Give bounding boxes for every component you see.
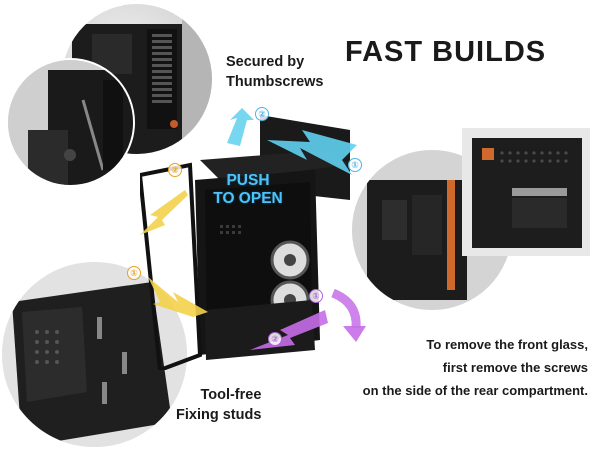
purple-curve-arrow-icon: [331, 288, 366, 342]
step-badge: ①: [348, 158, 362, 172]
step-badge: ①: [309, 289, 323, 303]
push-to-open-label: PUSH TO OPEN: [208, 172, 288, 208]
step-badge: ②: [255, 107, 269, 121]
thumbscrew-illustration: [8, 60, 133, 185]
push-line: PUSH: [226, 172, 270, 189]
caption-line: on the side of the rear compartment.: [362, 383, 588, 398]
pc-case-illustration: [140, 115, 350, 370]
thumbscrew-detail-photo: [6, 58, 135, 187]
step-badge: ①: [127, 266, 141, 280]
caption-line: Secured by: [226, 54, 305, 70]
blue-push-arrow-icon: [267, 130, 357, 175]
rear-compartment-illustration: [462, 128, 590, 256]
thumbscrews-caption: Secured by Thumbscrews: [226, 52, 324, 92]
rear-compartment-photo: [462, 128, 590, 256]
yellow-lift-arrow-icon: [148, 277, 208, 317]
push-line: TO OPEN: [213, 190, 283, 207]
remove-glass-caption: To remove the front glass, first remove …: [258, 333, 588, 402]
caption-line: Thumbscrews: [226, 74, 324, 90]
caption-line: Tool-free: [200, 387, 262, 403]
step-badge: ②: [168, 163, 182, 177]
yellow-open-arrow-icon: [140, 190, 188, 235]
purple-slide-arrow-icon: [250, 310, 328, 350]
toolfree-caption: Tool-free Fixing studs: [176, 385, 261, 425]
caption-line: To remove the front glass,: [426, 337, 588, 352]
caption-line: Fixing studs: [176, 407, 262, 423]
caption-line: first remove the screws: [442, 360, 588, 375]
blue-slide-arrow-icon: [227, 108, 254, 146]
page-title: FAST BUILDS: [345, 36, 547, 68]
step-badge: ②: [268, 332, 282, 346]
